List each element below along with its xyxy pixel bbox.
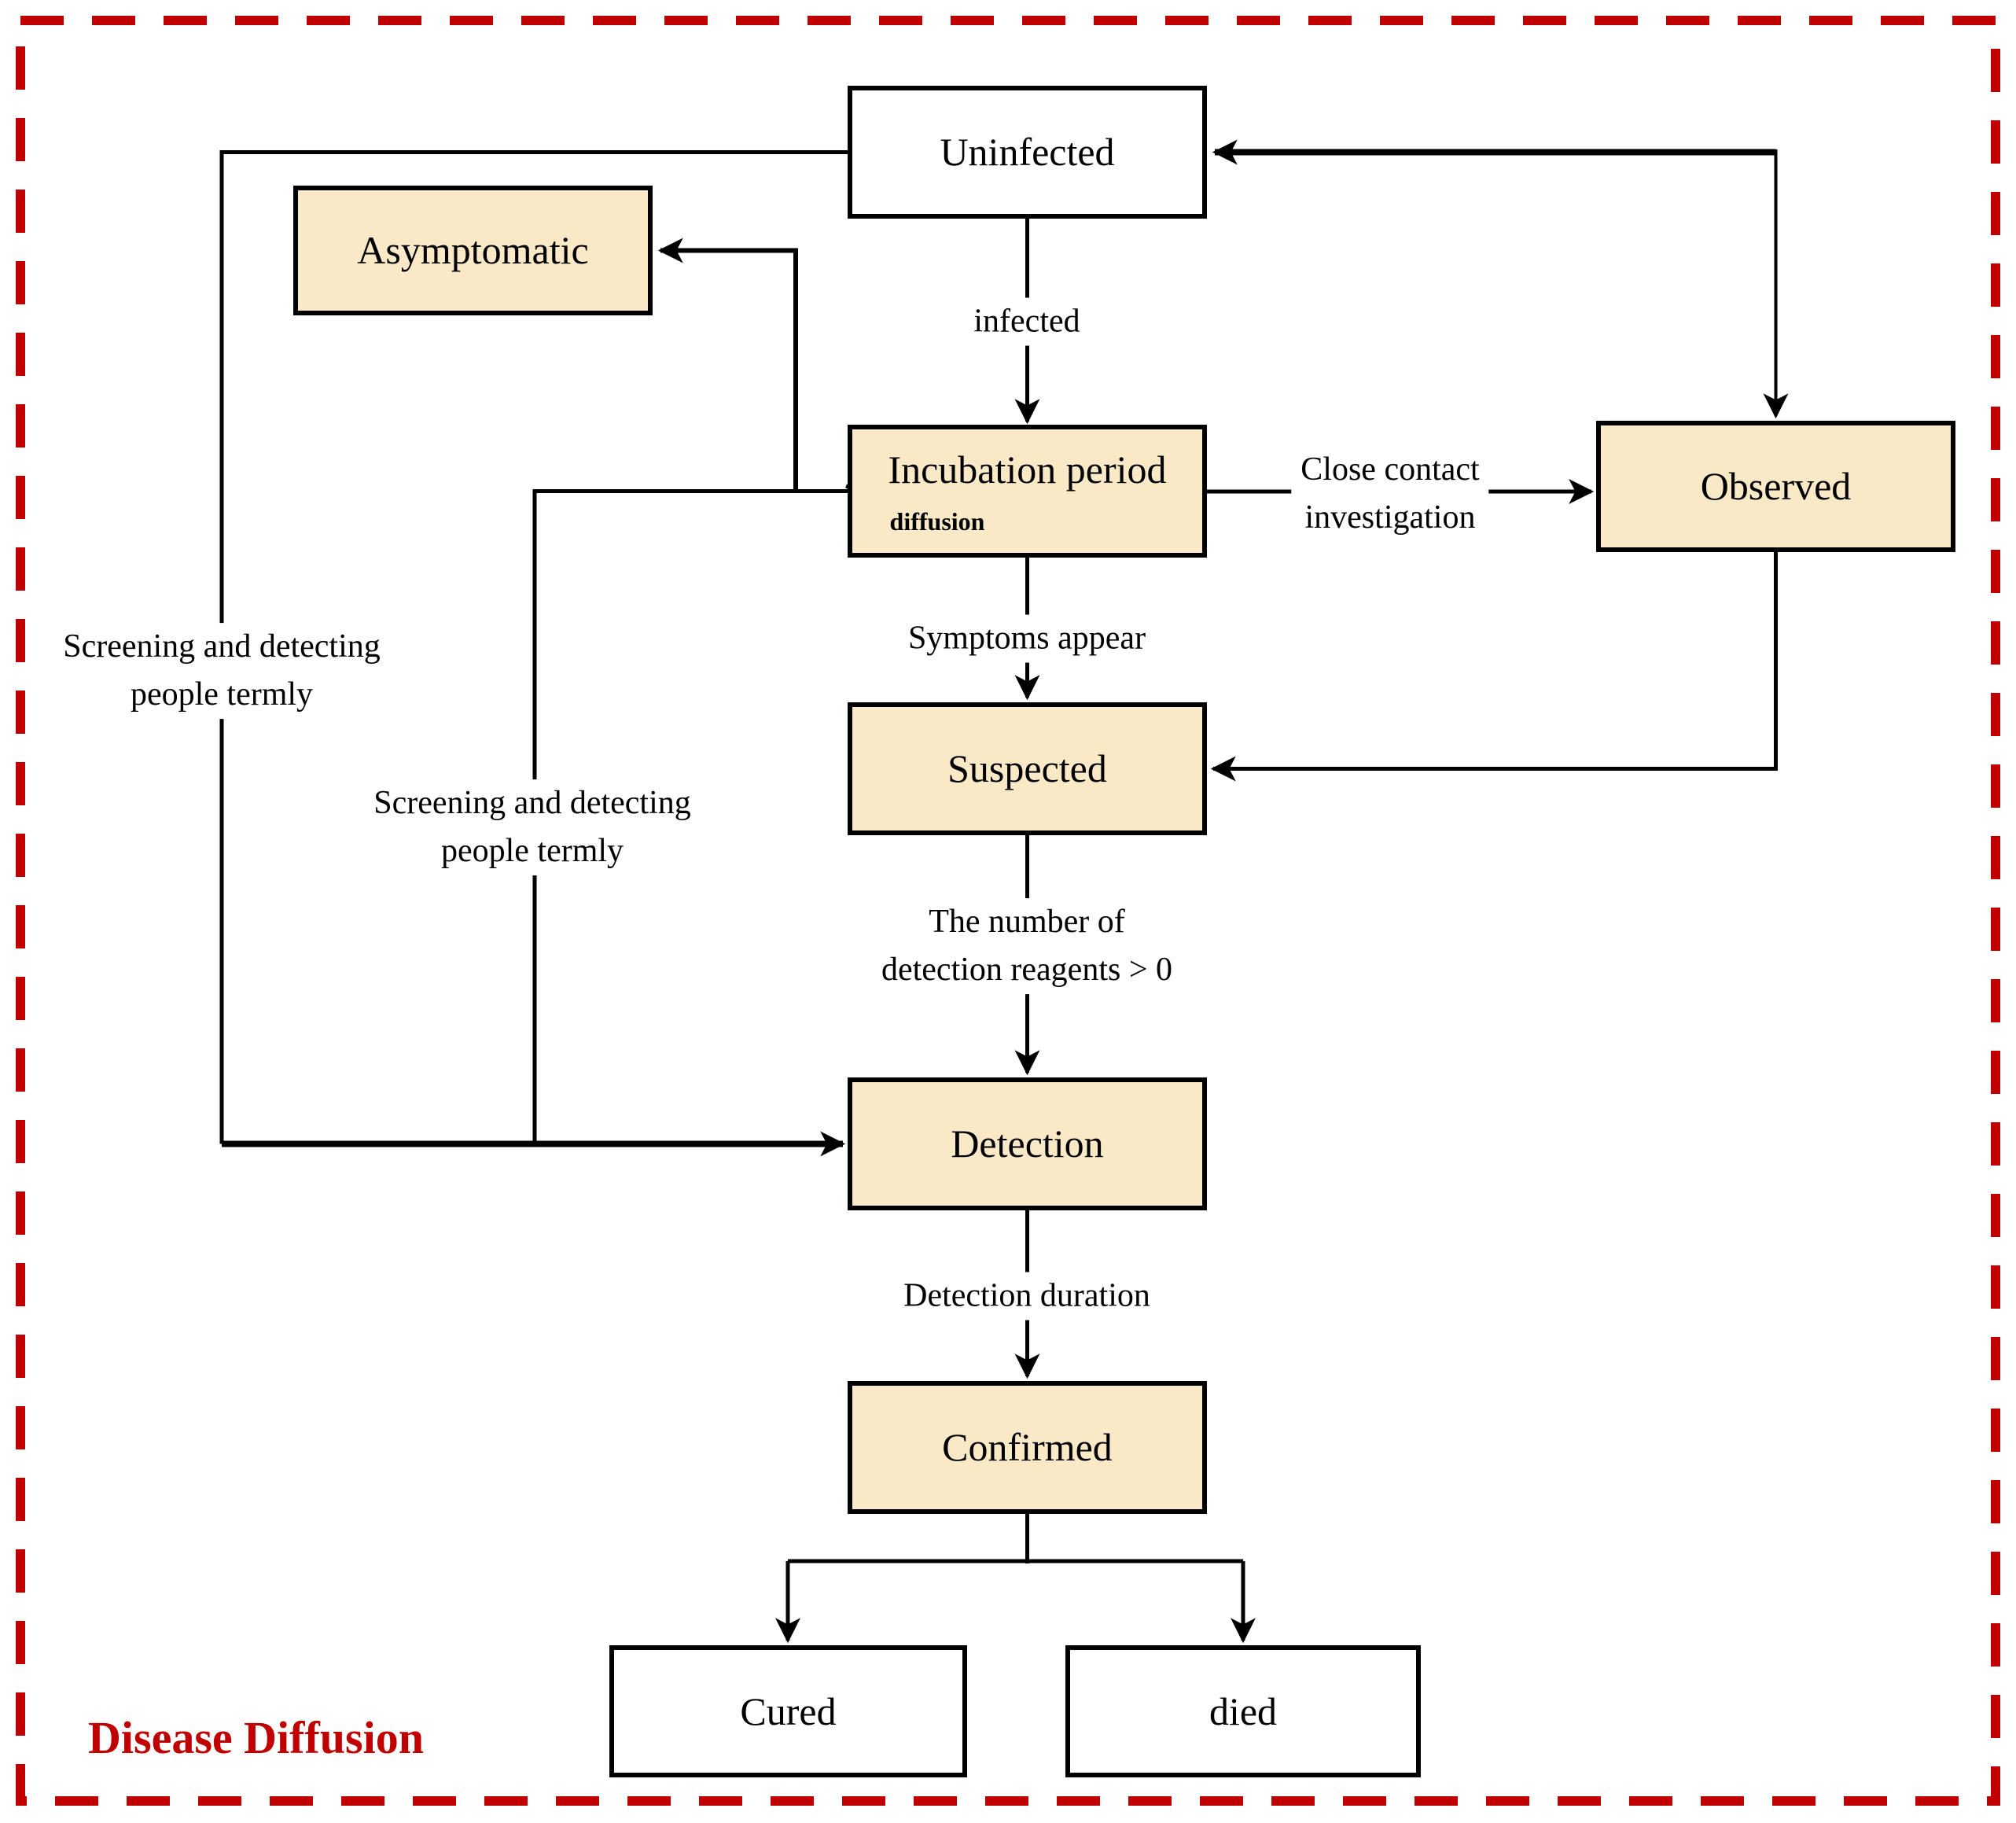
edge-label-diffusion: diffusion — [883, 503, 991, 540]
dashed-frame — [16, 16, 2000, 1806]
edge-incubation-screening-loop — [532, 489, 848, 1144]
node-suspected-label: Suspected — [947, 746, 1107, 790]
node-asymptomatic: Asymptomatic — [293, 186, 653, 315]
node-suspected: Suspected — [848, 702, 1207, 835]
edge-label-screening-right: Screening and detecting people termly — [364, 779, 701, 875]
edge-label-reagents: The number of detection reagents > 0 — [871, 898, 1183, 994]
node-uninfected: Uninfected — [848, 86, 1207, 219]
edge-label-infected: infected — [964, 297, 1090, 346]
edge-label-screening-left: Screening and detecting people termly — [53, 623, 390, 719]
edge-label-detection-duration: Detection duration — [894, 1272, 1160, 1320]
edge-label-symptoms-appear: Symptoms appear — [898, 614, 1156, 663]
edge-label-reagents-line2: detection reagents > 0 — [881, 952, 1173, 988]
node-incubation-period-label: Incubation period — [888, 447, 1167, 492]
diagram-title: Disease Diffusion — [88, 1712, 424, 1763]
edge-label-screening-right-line1: Screening and detecting — [373, 785, 691, 822]
node-died-label: died — [1208, 1689, 1278, 1733]
node-observed-label: Observed — [1700, 464, 1852, 508]
edge-label-close-contact-line2: investigation — [1304, 499, 1476, 536]
edge-incubation-asymptomatic — [657, 238, 798, 492]
node-observed: Observed — [1596, 421, 1955, 552]
node-cured-label: Cured — [740, 1689, 837, 1733]
node-cured: Cured — [609, 1645, 967, 1777]
edge-observed-suspected — [1210, 552, 1778, 782]
node-died: died — [1065, 1645, 1421, 1777]
node-detection: Detection — [848, 1077, 1207, 1210]
edge-label-close-contact-line1: Close contact — [1300, 451, 1480, 488]
edge-label-reagents-line1: The number of — [929, 904, 1125, 941]
edge-label-close-contact: Close contact investigation — [1291, 446, 1489, 542]
edge-uninfected-screening-loop — [219, 150, 848, 1144]
node-asymptomatic-label: Asymptomatic — [357, 228, 589, 272]
node-uninfected-label: Uninfected — [940, 130, 1115, 174]
node-confirmed-label: Confirmed — [942, 1425, 1113, 1469]
edge-label-screening-right-line2: people termly — [440, 833, 624, 869]
node-confirmed: Confirmed — [848, 1381, 1207, 1514]
edge-label-screening-left-line2: people termly — [130, 676, 314, 713]
edge-label-screening-left-line1: Screening and detecting — [63, 628, 381, 665]
node-detection-label: Detection — [951, 1121, 1104, 1166]
